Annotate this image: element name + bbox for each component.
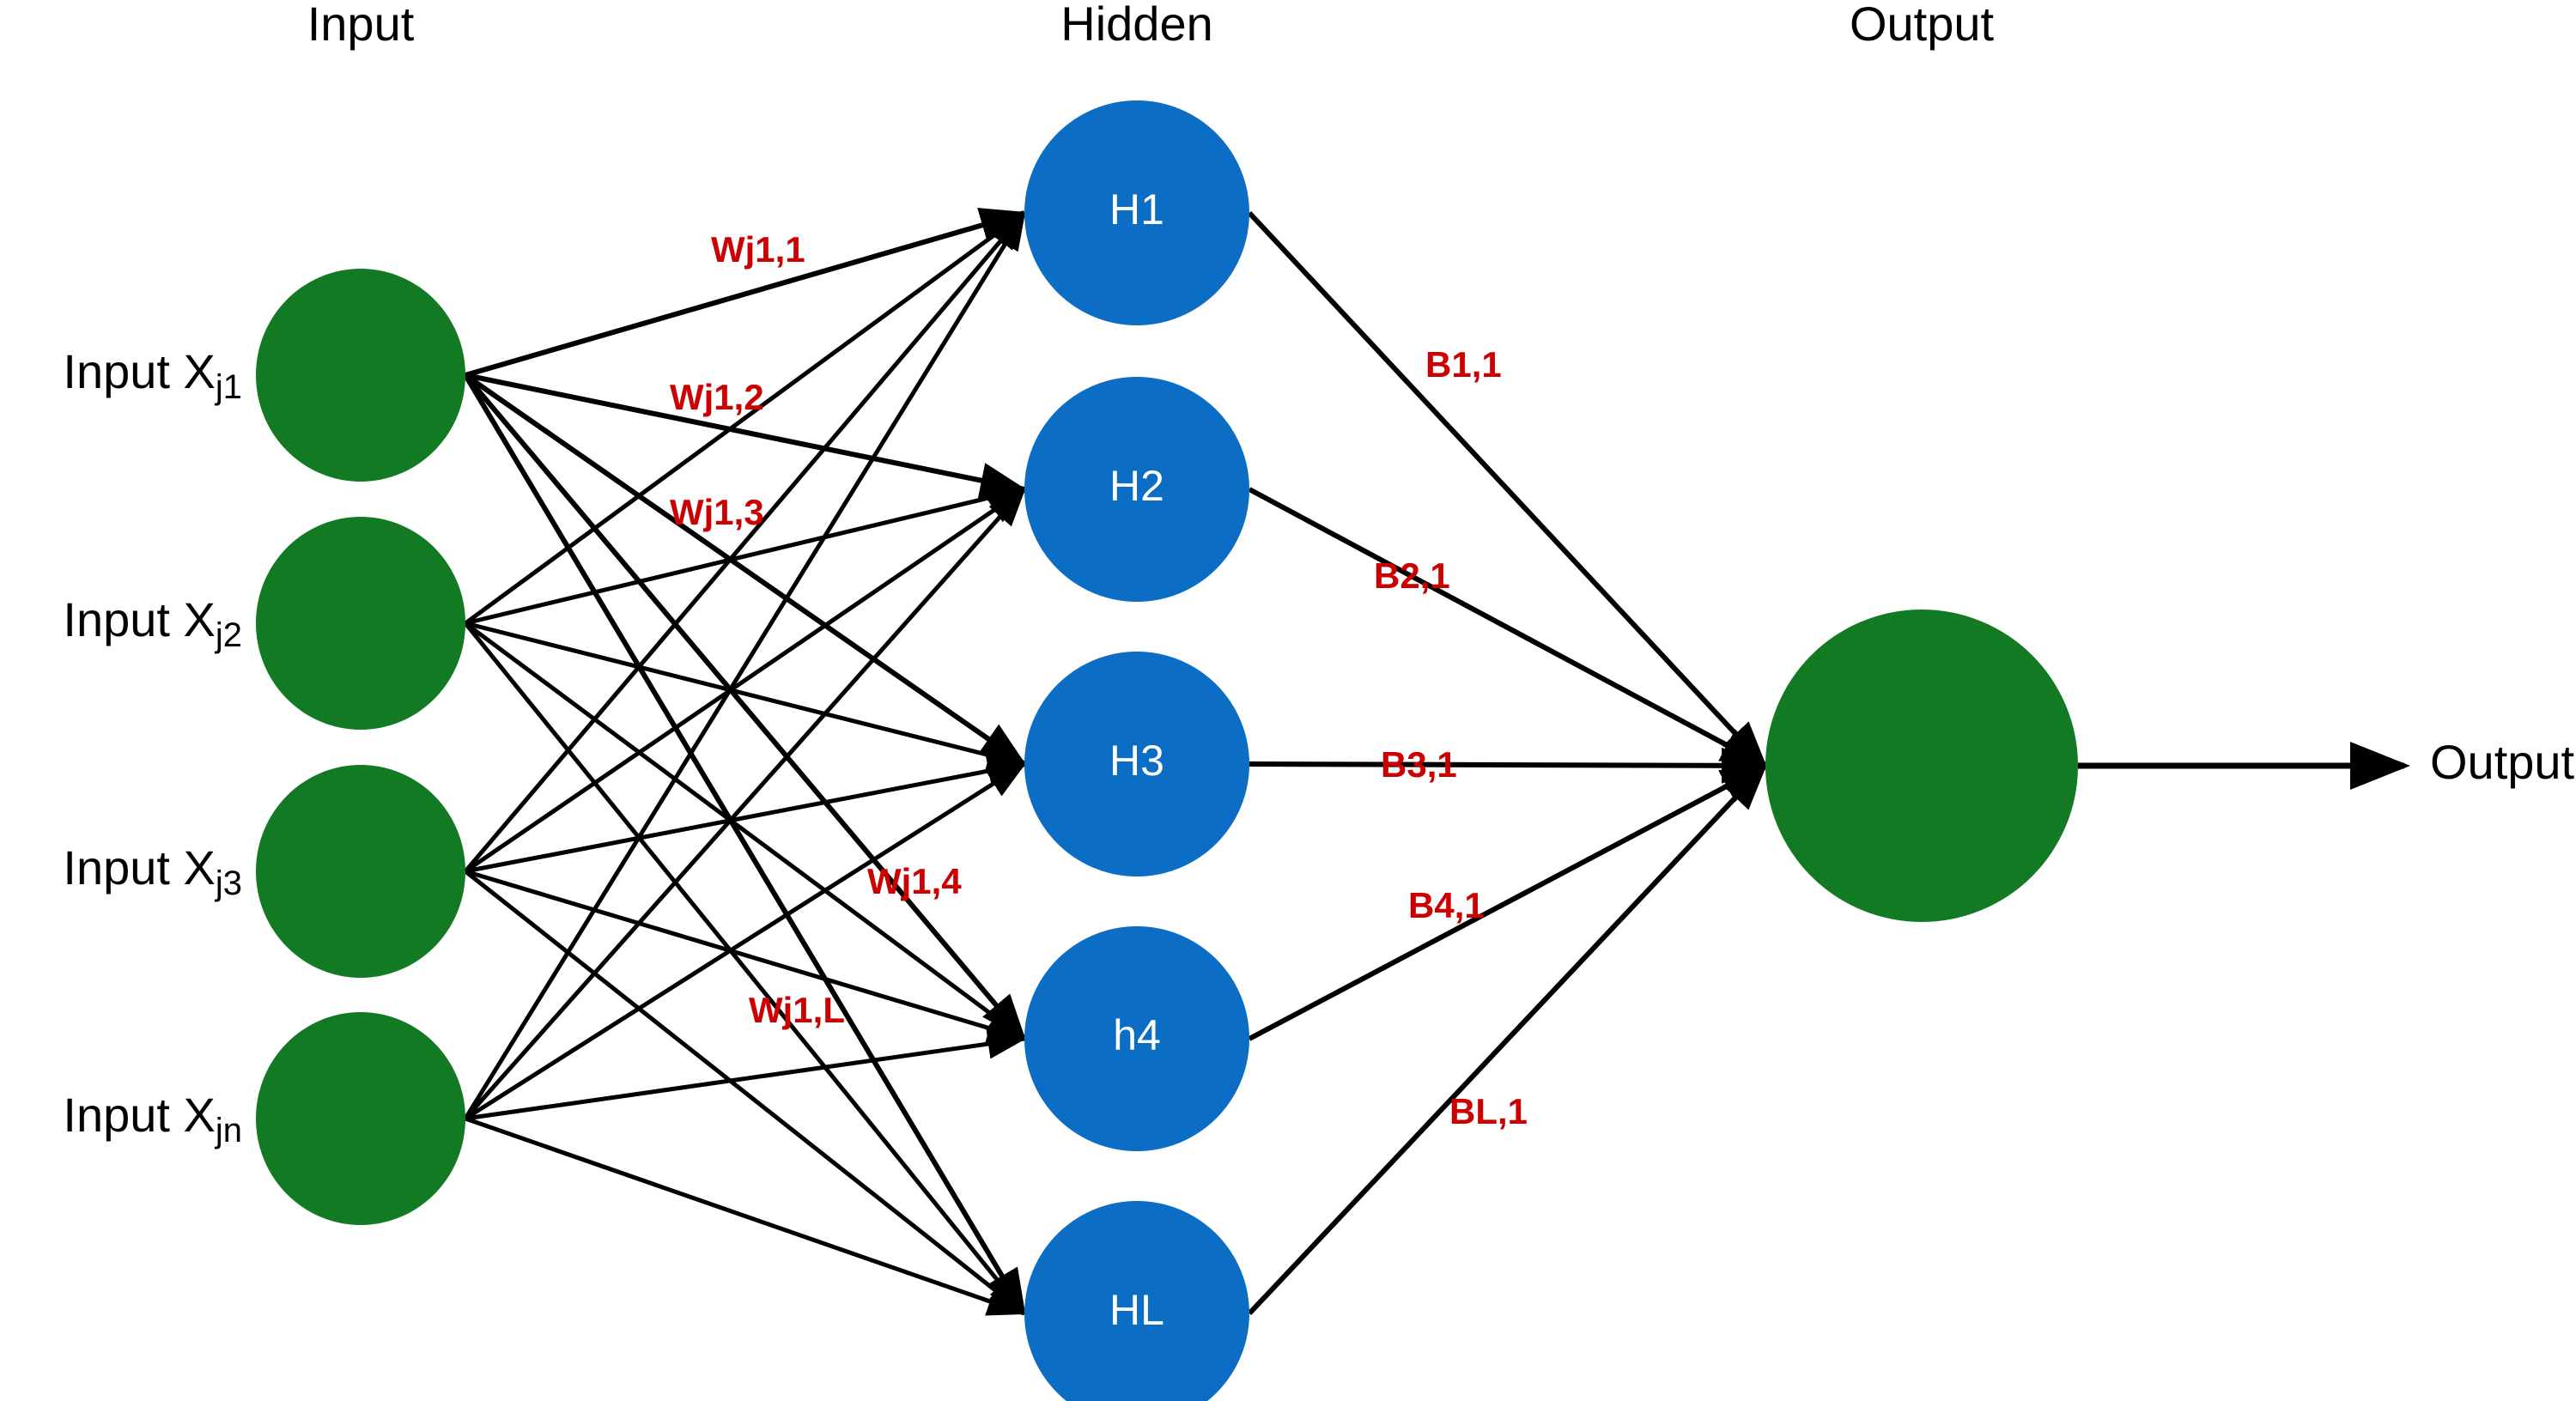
input-label-subscript: j1 bbox=[215, 368, 242, 406]
input-node-4[interactable] bbox=[256, 1012, 465, 1225]
input-label-3: Input Xj3 bbox=[63, 840, 242, 902]
edge-input-hidden bbox=[464, 373, 1027, 767]
input-label-1: Input Xj1 bbox=[63, 344, 242, 406]
weight-label-2: Wj1,2 bbox=[670, 377, 764, 417]
edge-input-hidden bbox=[464, 487, 1027, 874]
weight-label-1: Wj1,1 bbox=[711, 229, 805, 270]
edge-input-hidden bbox=[464, 211, 1026, 873]
bias-label-3: B3,1 bbox=[1381, 744, 1457, 785]
weight-label-5: Wj1,L bbox=[749, 990, 845, 1030]
bias-label-1: B1,1 bbox=[1425, 344, 1502, 385]
input-label-subscript: jn bbox=[215, 1112, 242, 1149]
layer-header-hidden: Hidden bbox=[1060, 0, 1212, 51]
edge-input-hidden bbox=[463, 373, 1027, 1316]
edge-input-hidden bbox=[465, 621, 1027, 770]
input-node-2[interactable] bbox=[256, 517, 465, 730]
hidden-node-h2[interactable] bbox=[1024, 377, 1249, 602]
weight-label-3: Wj1,3 bbox=[670, 492, 764, 532]
input-label-main: Input X bbox=[63, 592, 215, 646]
edge-input-hidden bbox=[465, 1116, 1027, 1316]
hidden-node-h4[interactable] bbox=[1024, 926, 1249, 1151]
hidden-node-label-h1: H1 bbox=[1109, 185, 1164, 234]
input-label-main: Input X bbox=[63, 840, 215, 895]
input-node-1[interactable] bbox=[256, 269, 465, 482]
edge-input-hidden bbox=[465, 482, 1027, 626]
output-arrow-group: Output bbox=[2078, 735, 2575, 790]
input-label-2: Input Xj2 bbox=[63, 592, 242, 654]
bias-labels: B1,1B2,1B3,1B4,1BL,1 bbox=[1374, 344, 1528, 1131]
edge-input-hidden bbox=[465, 1028, 1027, 1121]
edge-input-hidden bbox=[464, 621, 1027, 1041]
edge-input-hidden bbox=[465, 208, 1027, 378]
input-label-subscript: j2 bbox=[215, 616, 242, 654]
bias-label-5: BL,1 bbox=[1449, 1091, 1528, 1131]
hidden-node-label-h3: H3 bbox=[1109, 737, 1164, 785]
edge-hidden-output bbox=[1248, 487, 1768, 768]
hidden-node-h3[interactable] bbox=[1024, 652, 1249, 876]
hidden-node-label-h4: h4 bbox=[1113, 1011, 1161, 1059]
edge-input-hidden bbox=[465, 373, 1027, 499]
edge-input-hidden bbox=[464, 210, 1027, 626]
edge-input-hidden bbox=[465, 755, 1027, 874]
edge-input-hidden bbox=[463, 210, 1027, 1120]
hidden-node-label-hl: HL bbox=[1109, 1286, 1164, 1334]
input-nodes bbox=[256, 269, 465, 1225]
edge-input-hidden bbox=[463, 373, 1027, 1041]
hidden-node-hl[interactable] bbox=[1024, 1201, 1249, 1401]
input-label-subscript: j3 bbox=[215, 864, 242, 902]
output-node-circle[interactable] bbox=[1765, 610, 2078, 922]
edge-input-hidden bbox=[465, 869, 1027, 1043]
input-label-4: Input Xjn bbox=[63, 1088, 242, 1149]
layer-header-output: Output bbox=[1850, 0, 1995, 51]
hidden-node-h1[interactable] bbox=[1024, 100, 1249, 325]
layer-header-input: Input bbox=[307, 0, 415, 51]
bias-label-4: B4,1 bbox=[1408, 885, 1485, 925]
edge-hidden-output bbox=[1247, 210, 1768, 768]
layer-headers: Input Hidden Output bbox=[307, 0, 1995, 51]
input-label-main: Input X bbox=[63, 344, 215, 398]
edge-input-hidden bbox=[464, 622, 1026, 1315]
input-node-3[interactable] bbox=[256, 765, 465, 978]
input-label-main: Input X bbox=[63, 1088, 215, 1142]
output-node bbox=[1765, 610, 2078, 922]
edge-input-hidden bbox=[464, 870, 1026, 1315]
hidden-output-edges bbox=[1247, 210, 1768, 1316]
edge-input-hidden bbox=[464, 488, 1026, 1120]
weight-label-4: Wj1,4 bbox=[867, 861, 962, 901]
input-hidden-edges bbox=[463, 208, 1027, 1316]
edge-hidden-output bbox=[1247, 763, 1768, 1316]
edge-hidden-output bbox=[1248, 763, 1768, 1041]
edge-hidden-output bbox=[1249, 747, 1768, 784]
hidden-node-label-h2: H2 bbox=[1109, 462, 1164, 510]
edge-input-hidden bbox=[464, 761, 1027, 1121]
output-result-label: Output bbox=[2430, 735, 2575, 789]
bias-label-2: B2,1 bbox=[1374, 555, 1450, 596]
